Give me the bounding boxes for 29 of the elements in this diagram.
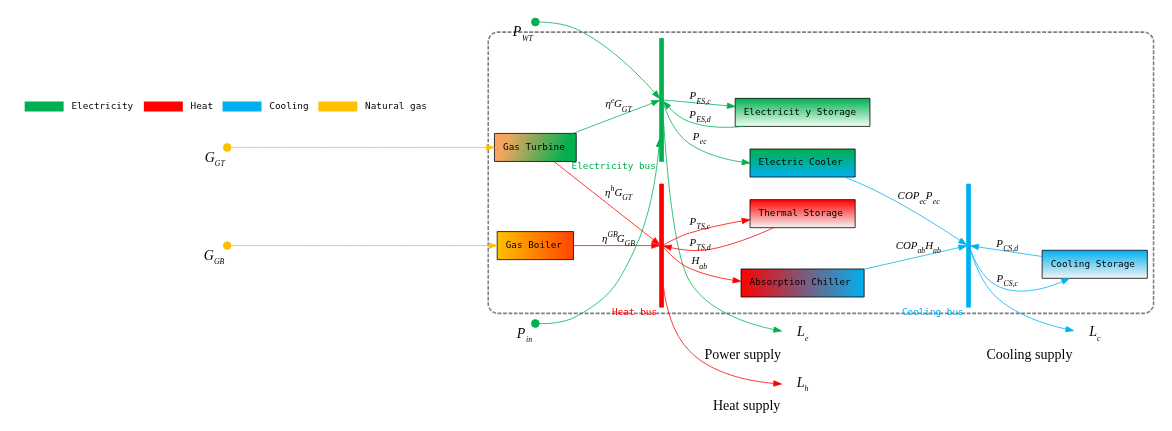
node-label: Heat bus [612,305,658,317]
edge-label: P$_{CS,c}$ [996,271,1019,288]
node-label: P$_{WT}$ [512,23,533,43]
edge-label: COP$_{ec}$P$_{ec}$ [897,188,940,206]
legend-label: Electricity [71,99,134,111]
node-label: Power supply [704,346,782,362]
legend-label: Cooling [269,99,309,111]
edge-label: P$_{ES,c}$ [689,88,711,106]
node-text: L$_{h}$ [796,374,809,393]
node-text: L$_{e}$ [797,323,809,343]
node-label: G$_{GB}$ [203,247,225,266]
node-label: Cooling bus [901,305,964,317]
node-label: Heat supply [712,397,781,413]
edge-label: P$_{CS,d}$ [996,236,1019,253]
edge-label: P$_{TS,d}$ [689,235,711,252]
edge-label: η$^{e}$G$_{GT}$ [605,95,632,114]
edge-label: COP$_{ab}$H$_{ab}$ [895,238,941,255]
edge-label: P$_{ec}$ [692,129,707,146]
edge-label: P$_{ES,d}$ [689,107,711,124]
node-text: L$_{c}$ [1089,323,1101,343]
edge-label: H$_{ab}$ [691,253,708,271]
node-label: P$_{in}$ [516,325,533,344]
node-label: Cooling supply [986,346,1073,362]
legend-label: Heat [190,99,214,111]
edge-label: η$^{h}$G$_{GT}$ [605,183,633,202]
node-label: Electricity bus [571,159,656,171]
edge-label: P$_{TS,c}$ [689,214,711,231]
legend-label: Natural gas [365,99,427,111]
node-label: G$_{GT}$ [204,149,225,168]
